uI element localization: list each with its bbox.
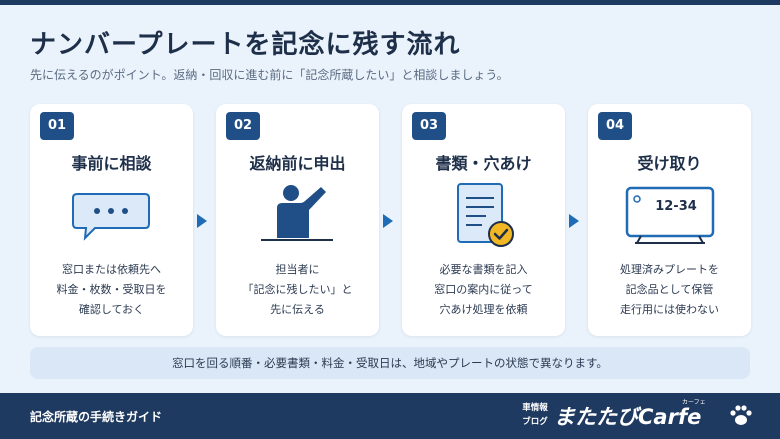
step-title: 受け取り [637,154,702,173]
step-title: 書類・穴あけ [435,154,532,173]
plate-number-text: 12-34 [655,199,697,214]
step-title: 事前に相談 [71,154,152,173]
raised-hand-person-icon [261,185,333,241]
footer: 記念所蔵の手続きガイド 車情報 ブログ またたびCarfe カーフェ [0,393,780,439]
step-card-4: 04 受け取り 12-34 処理済みプレートを 記念品として保管 走行用には使わ… [588,104,751,336]
step-number-badge: 02 [226,112,260,140]
license-plate-icon: 12-34 [625,186,715,244]
step-arrow [383,214,393,228]
logo-ruby-text: カーフェ [682,399,706,406]
page-title: ナンバープレートを記念に残す流れ [30,30,461,60]
step-arrow [569,214,579,228]
step-arrow [197,214,207,228]
top-accent-bar [0,0,780,5]
step-card-3: 03 書類・穴あけ 必要な書類を記入 窓口の案内に従って 穴あけ処理を依頼 [402,104,565,336]
footer-label: 記念所蔵の手続きガイド [30,410,163,424]
step-description: 処理済みプレートを 記念品として保管 走行用には使わない [620,263,719,316]
brand-logo[interactable]: 車情報 ブログ またたびCarfe カーフェ [520,399,760,435]
logo-small-text: 車情報 ブログ [522,403,548,427]
step-description: 必要な書類を記入 窓口の案内に従って 穴あけ処理を依頼 [434,263,533,316]
step-number-badge: 04 [598,112,632,140]
step-number-badge: 03 [412,112,446,140]
document-check-icon [457,183,514,247]
step-title: 返納前に申出 [249,154,346,173]
note-banner: 窓口を回る順番・必要書類・料金・受取日は、地域やプレートの状態で異なります。 [30,347,750,379]
step-card-1: 01 事前に相談 窓口または依頼先へ 料金・枚数・受取日を 確認しておく [30,104,193,336]
step-description: 担当者に 「記念に残したい」と 先に伝える [242,263,353,316]
step-card-2: 02 返納前に申出 担当者に 「記念に残したい」と 先に伝える [216,104,379,336]
step-description: 窓口または依頼先へ 料金・枚数・受取日を 確認しておく [56,263,167,316]
logo-main-text: またたびCarfe [554,405,702,429]
step-number-badge: 01 [40,112,74,140]
speech-bubble-icon [72,193,150,241]
paw-icon [730,405,752,425]
page-subtitle: 先に伝えるのがポイント。返納・回収に進む前に「記念所蔵したい」と相談しましょう。 [30,68,509,82]
